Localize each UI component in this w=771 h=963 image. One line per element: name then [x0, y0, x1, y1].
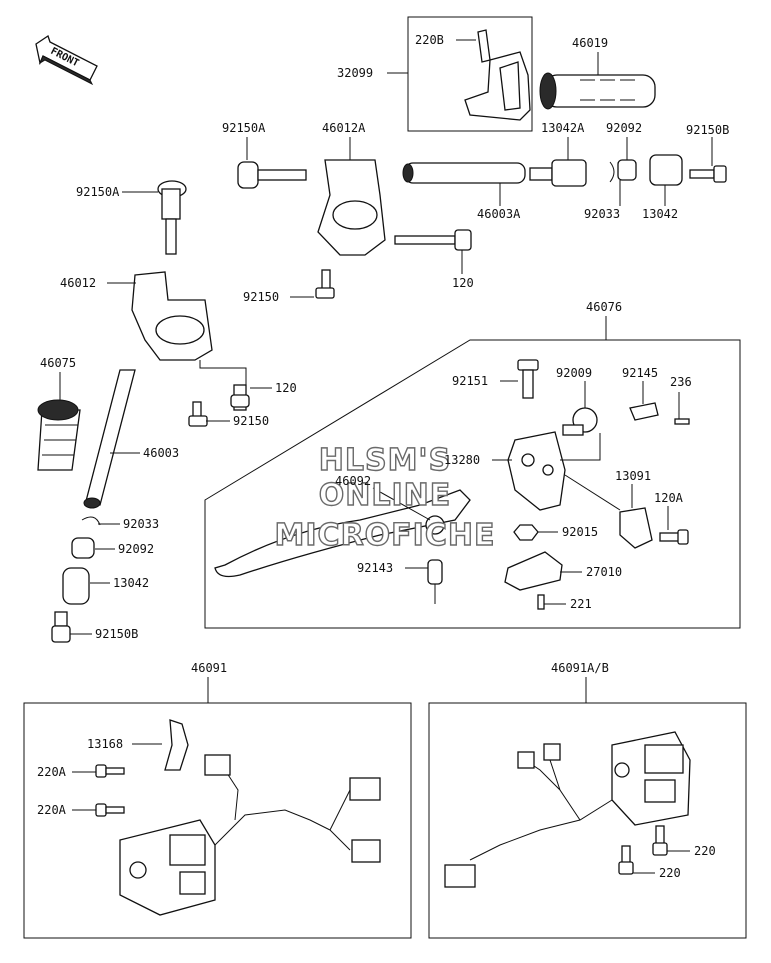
part-label: 92033: [584, 207, 620, 221]
part-label: 46012A: [322, 121, 366, 135]
bushing-92143: [427, 559, 443, 585]
bolt-120-top: [394, 229, 472, 251]
switch-housing-46091AB: [444, 731, 691, 888]
part-label: 46092: [335, 474, 371, 488]
lever-46092: [214, 489, 471, 578]
part-label: 220: [694, 844, 716, 858]
bar-46003A: [402, 162, 526, 184]
part-label: 92015: [562, 525, 598, 539]
holder-13091: [619, 507, 653, 549]
bolt-92150-mid: [315, 269, 335, 299]
part-label: 13280: [444, 453, 480, 467]
bolt-92150B-top: [689, 165, 727, 183]
watermark-line-3: MICROFICHE: [275, 518, 496, 553]
switch-housing-46091: [119, 754, 381, 916]
part-label: 13168: [87, 737, 123, 751]
part-label: 92150: [233, 414, 269, 428]
part-label: 46003: [143, 446, 179, 460]
part-label: 92150B: [686, 123, 729, 137]
part-label: 92033: [123, 517, 159, 531]
ring-92033-left: [81, 516, 101, 526]
part-label: 236: [670, 375, 692, 389]
part-label: 220B: [415, 33, 444, 47]
cover-13168: [164, 719, 189, 771]
part-label: 92150B: [95, 627, 138, 641]
adjuster-92009: [562, 407, 598, 436]
part-label: 220A: [37, 803, 67, 817]
screw-221: [537, 594, 545, 610]
part-label: 92150: [243, 290, 279, 304]
part-label: 221: [570, 597, 592, 611]
weight-13042-left: [62, 567, 90, 605]
watermark: HLSM'S ONLINE MICROFICHE: [274, 442, 496, 553]
switch-right-box: [428, 702, 747, 939]
part-label: 46076: [586, 300, 622, 314]
nut-92015: [513, 524, 539, 541]
front-arrow-icon: FRONT: [35, 34, 98, 86]
part-label: 220: [659, 866, 681, 880]
part-label: 92150A: [222, 121, 266, 135]
bolt-92151: [517, 359, 539, 399]
screw-220A-2: [95, 803, 125, 817]
screw-236: [674, 418, 690, 425]
screw-220-2: [618, 845, 634, 875]
part-label: 220A: [37, 765, 67, 779]
part-label: 120: [452, 276, 474, 290]
part-label: 46075: [40, 356, 76, 370]
clamp-46012: [131, 271, 213, 361]
leader-lines: [59, 39, 713, 874]
spring-92145: [629, 402, 659, 421]
part-label: 120: [275, 381, 297, 395]
part-label: 92009: [556, 366, 592, 380]
spacer-92092-left: [71, 537, 95, 559]
bolt-92150-left: [188, 401, 208, 427]
bolt-92150A-left: [157, 180, 187, 255]
spacer-92092-top: [617, 159, 637, 181]
watermark-line-2: ONLINE: [319, 478, 452, 513]
part-label: 46091A/B: [551, 661, 609, 675]
bar-46003: [83, 369, 136, 509]
grip-46019: [539, 72, 656, 110]
ring-92033-top: [609, 161, 615, 183]
part-label: 13042: [642, 207, 678, 221]
clamp-46012A: [317, 159, 386, 256]
part-label: 13042A: [541, 121, 585, 135]
part-label: 46012: [60, 276, 96, 290]
part-label: 32099: [337, 66, 373, 80]
part-label: 46019: [572, 36, 608, 50]
part-label: 46091: [191, 661, 227, 675]
throttle-housing: [464, 29, 531, 121]
part-label: 92092: [606, 121, 642, 135]
switch-27010: [504, 551, 563, 591]
grip-46075: [37, 399, 81, 471]
bolt-120A: [659, 529, 689, 545]
weight-13042A: [529, 159, 587, 187]
weight-13042-top: [649, 154, 683, 186]
screw-220A-1: [95, 764, 125, 778]
part-label: 46003A: [477, 207, 521, 221]
bolt-120-left: [230, 384, 250, 411]
lever-bracket-13280: [507, 431, 566, 511]
part-label: 92151: [452, 374, 488, 388]
part-label: 13091: [615, 469, 651, 483]
part-label: 92145: [622, 366, 658, 380]
part-label: 92150A: [76, 185, 120, 199]
bolt-92150A-top: [237, 161, 307, 189]
part-label: 120A: [654, 491, 684, 505]
part-label: 92143: [357, 561, 393, 575]
part-label: 92092: [118, 542, 154, 556]
part-label: 13042: [113, 576, 149, 590]
part-label: 27010: [586, 565, 622, 579]
watermark-line-1: HLSM'S: [319, 443, 451, 478]
throttle-group-box: [407, 16, 533, 132]
part-labels: 220B 46019 32099 92150A 46012A 13042A 92…: [37, 33, 729, 880]
screw-220-1: [652, 825, 668, 856]
lever-group-box: [204, 339, 741, 629]
bolt-92150B-left: [51, 611, 71, 643]
switch-left-box: [23, 702, 412, 939]
